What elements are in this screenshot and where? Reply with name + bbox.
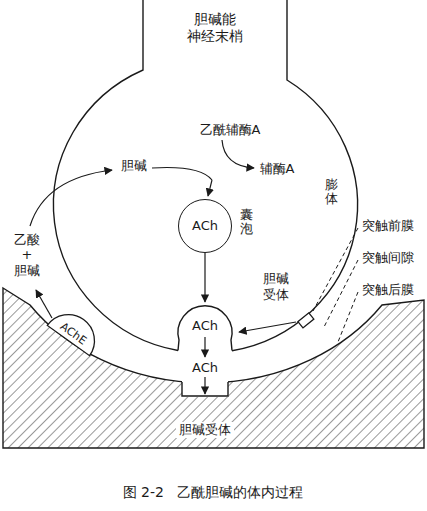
choline-arrow <box>152 168 212 181</box>
autoreceptor-arrow <box>239 322 296 332</box>
cleft-label: 突触间隙 <box>362 250 414 266</box>
vesicle-circle: ACh <box>178 199 232 253</box>
dome-outline <box>47 304 104 355</box>
node-text: ACh <box>178 319 232 333</box>
node-text: ACh <box>192 219 218 233</box>
presynaptic-receptor <box>298 313 314 328</box>
substance-label: 辅酶A <box>260 161 295 177</box>
nerve-terminal <box>53 0 357 351</box>
enzyme-dome: AChE <box>47 304 104 355</box>
receptor-label: 胆碱 受体 <box>262 271 289 302</box>
receptor-label: 胆碱受体 <box>176 422 234 438</box>
hydrolysis-arrow <box>36 290 52 318</box>
release-arrow <box>204 337 205 357</box>
substance-label: 乙酰辅酶A <box>200 122 261 138</box>
figure-caption: 图 2-2 乙酰胆碱的体内过程 <box>123 484 304 501</box>
acetylcoa-arrow <box>222 140 254 168</box>
varicosity-label: 膨体 <box>325 178 338 207</box>
leader-line <box>338 292 358 342</box>
leader-line <box>313 228 358 311</box>
synthesis-arrow <box>208 180 212 196</box>
postsynaptic-cell <box>3 288 424 448</box>
binding-arrow <box>204 377 205 394</box>
substance-label: 胆碱 <box>121 158 147 174</box>
leader-line <box>324 260 358 327</box>
terminal-label: 胆碱能 神经末梢 <box>186 11 243 45</box>
membrane-label: 突触前膜 <box>362 218 414 234</box>
product-label: 乙酸 + 胆碱 <box>13 232 40 279</box>
flow-arrow <box>204 253 205 302</box>
vesicle-outline <box>178 306 232 351</box>
transmitter-label: ACh <box>192 360 218 376</box>
fused-vesicle: ACh <box>178 303 232 351</box>
reuptake-arrow <box>30 170 112 226</box>
vesicle-label: 囊泡 <box>240 208 253 237</box>
membrane-label: 突触后膜 <box>362 282 414 298</box>
